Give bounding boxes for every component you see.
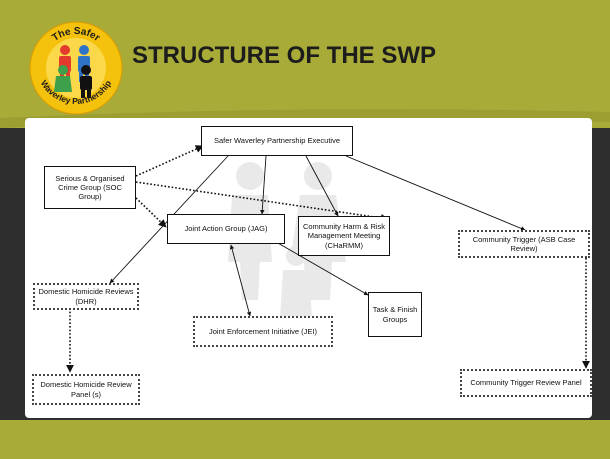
logo-text-top: The Safer xyxy=(50,26,102,44)
charmm-box: Community Harm & Risk Management Meeting… xyxy=(298,216,390,256)
dhr-panel-box: Domestic Homicide Review Panel (s) xyxy=(32,374,140,405)
jag-box: Joint Action Group (JAG) xyxy=(167,214,285,244)
task-finish-box: Task & Finish Groups xyxy=(368,292,422,337)
soc-group-box: Serious & Organised Crime Group (SOC Gro… xyxy=(44,166,136,209)
ct-panel-label: Community Trigger Review Panel xyxy=(470,378,582,388)
safer-waverley-logo: The Safer Waverley Partnership xyxy=(26,18,126,118)
jag-label: Joint Action Group (JAG) xyxy=(184,224,268,234)
dhr-label: Domestic Homicide Reviews (DHR) xyxy=(38,287,134,306)
jei-label: Joint Enforcement Initiative (JEI) xyxy=(209,326,317,336)
soc-group-label: Serious & Organised Crime Group (SOC Gro… xyxy=(55,173,125,202)
community-trigger-box: Community Trigger (ASB Case Review) xyxy=(458,230,590,258)
dhr-panel-label: Domestic Homicide Review Panel (s) xyxy=(40,380,132,399)
ct-panel-box: Community Trigger Review Panel xyxy=(460,369,592,397)
charmm-label: Community Harm & Risk Management Meeting… xyxy=(302,222,386,250)
executive-label: Safer Waverley Partnership Executive xyxy=(213,136,341,146)
family-figures-icon xyxy=(54,45,92,98)
footer-band xyxy=(0,420,610,459)
page-title: STRUCTURE OF THE SWP xyxy=(132,42,436,69)
jei-box: Joint Enforcement Initiative (JEI) xyxy=(193,316,333,347)
svg-text:The Safer: The Safer xyxy=(50,26,102,44)
dhr-box: Domestic Homicide Reviews (DHR) xyxy=(33,283,139,310)
executive-box: Safer Waverley Partnership Executive xyxy=(201,126,353,156)
community-trigger-label: Community Trigger (ASB Case Review) xyxy=(472,234,576,253)
task-finish-label: Task & Finish Groups xyxy=(372,305,418,324)
